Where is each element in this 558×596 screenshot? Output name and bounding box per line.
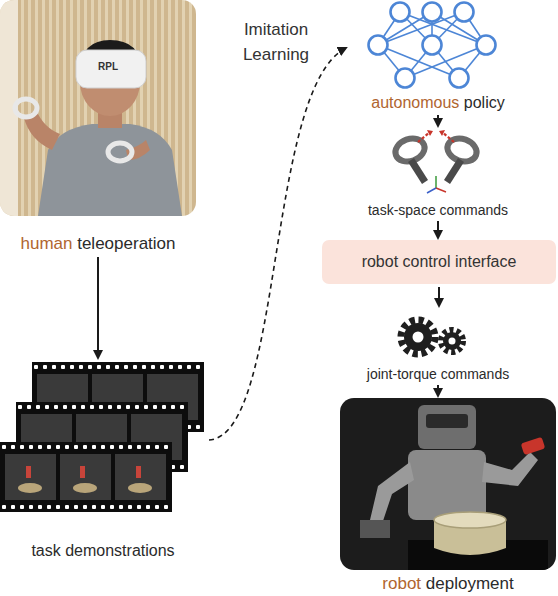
pot-rim — [434, 512, 506, 528]
flow-arrow — [97, 257, 99, 358]
axis-z — [427, 188, 436, 193]
motion-arrow — [442, 132, 454, 142]
motion-arrow — [418, 132, 430, 142]
graphic-circle — [450, 69, 469, 88]
caption-text: autonomous policy — [348, 94, 528, 112]
box-text: robot control interface — [362, 253, 517, 271]
vr-headset — [76, 50, 146, 88]
pot-thumbnail — [18, 483, 42, 493]
held-object — [521, 437, 546, 455]
photo-background — [0, 0, 196, 216]
photo-node: robot deployment — [340, 398, 556, 594]
accent-word: human — [20, 234, 72, 253]
graphic-circle — [391, 3, 410, 22]
graphic-circle — [396, 69, 415, 88]
controllers-icon — [392, 130, 480, 193]
caption-text: task demonstrations — [0, 542, 206, 560]
graphic-circle — [477, 36, 496, 55]
film-frame — [115, 454, 166, 500]
graphic-circle — [455, 3, 474, 22]
film-node: task demonstrations — [0, 360, 206, 560]
graphic-circle — [369, 36, 388, 55]
robot-torso — [408, 450, 486, 520]
icon-node: joint-torque commands — [348, 308, 528, 382]
gear-hole — [413, 332, 424, 343]
caption-text: human teleoperation — [0, 234, 196, 254]
robot-left-arm — [370, 462, 414, 524]
process-box: robot control interface — [322, 240, 556, 284]
shirt — [38, 124, 182, 216]
controller-handle — [408, 158, 428, 184]
accent-word: autonomous — [371, 94, 459, 111]
headset-label: RPL — [98, 61, 118, 72]
gear-teeth — [441, 330, 463, 352]
robot-gripper-thumbnail — [136, 466, 141, 478]
axis-y — [435, 176, 437, 188]
film-frame — [60, 454, 111, 500]
gear-hole — [449, 338, 456, 345]
icon-node: task-space commands — [353, 128, 523, 218]
motion-arrowheads — [427, 130, 445, 136]
controller-handle — [444, 158, 464, 184]
edge-label: Imitation Learning — [228, 18, 324, 67]
photo-node: human teleoperation — [0, 0, 196, 254]
robot-camera — [426, 414, 468, 428]
film-base — [0, 442, 172, 512]
left-controller — [15, 99, 37, 117]
graphic-circle — [423, 3, 442, 22]
film-strip — [0, 442, 172, 512]
robot-head — [418, 405, 476, 449]
film-frame — [5, 454, 56, 500]
caption-rest: policy — [459, 94, 504, 111]
gear-teeth — [401, 320, 435, 354]
flow-arrow — [437, 115, 439, 126]
gears-icon — [401, 320, 463, 354]
caption-text: task-space commands — [353, 202, 523, 218]
caption-text: joint-torque commands — [348, 366, 528, 382]
icon-node: autonomous policy — [348, 0, 528, 112]
photo-background — [340, 398, 556, 570]
flow-arrow — [437, 221, 439, 238]
robot-gripper-thumbnail — [26, 466, 31, 478]
robot-photo — [340, 398, 556, 570]
caption-text: robot deployment — [340, 574, 556, 594]
human-photo — [0, 0, 196, 216]
robot-right-arm — [482, 452, 538, 486]
gear-body — [404, 323, 432, 351]
robot-gripper — [360, 520, 390, 538]
caption-rest: teleoperation — [72, 234, 175, 253]
pot-thumbnail — [128, 483, 152, 493]
flow-arrow — [437, 385, 439, 396]
axis-x — [436, 188, 446, 192]
graphic-line — [405, 45, 486, 78]
caption-rest: deployment — [421, 574, 514, 593]
flow-arrow — [438, 287, 440, 306]
right-controller — [108, 143, 132, 161]
accent-word: robot — [382, 574, 421, 593]
sprocket-holes — [0, 442, 172, 512]
film-strips — [0, 362, 204, 512]
gear-body — [443, 332, 461, 350]
pot-thumbnail — [73, 483, 97, 493]
network-neurons — [369, 3, 496, 88]
graphic-circle — [423, 36, 442, 55]
robot-gripper-thumbnail — [80, 466, 85, 478]
neural-network-icon — [369, 3, 496, 88]
